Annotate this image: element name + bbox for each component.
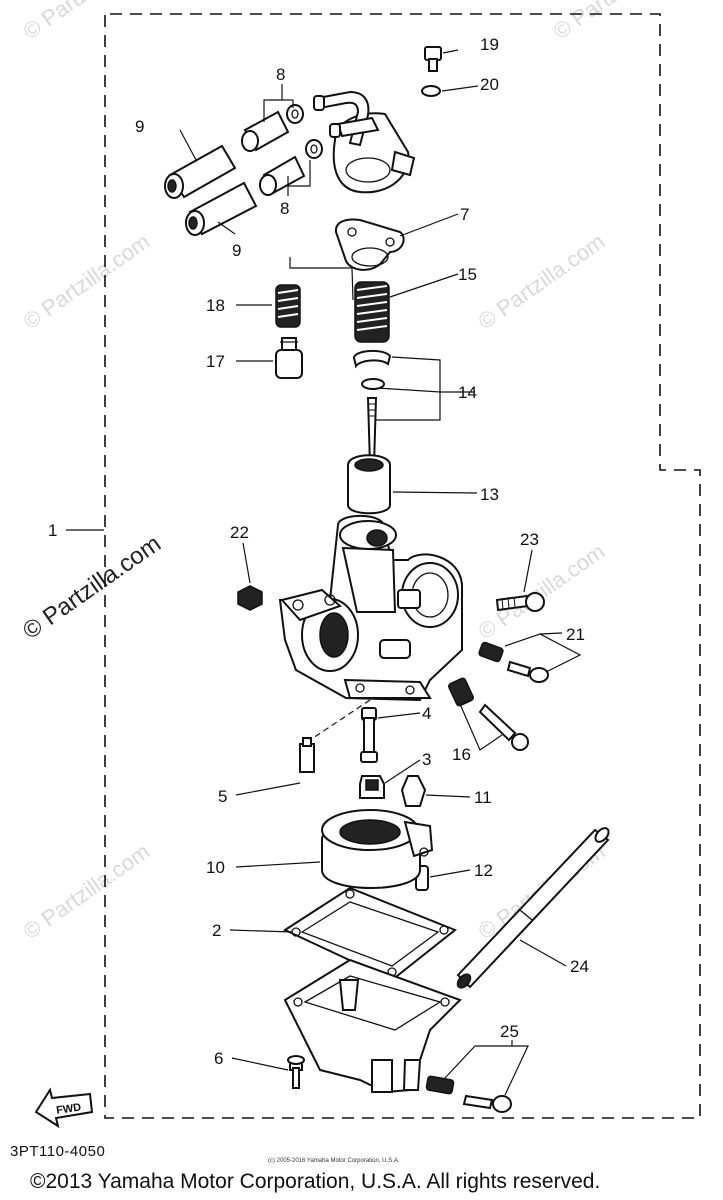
watermark: © Partzilla.com — [19, 0, 155, 44]
watermark: © Partzilla.com — [474, 539, 610, 645]
part-throttle-valve — [347, 454, 391, 515]
callout-11: 11 — [474, 788, 492, 807]
watermark: © Partzilla.com — [549, 0, 685, 44]
callout-1: 1 — [48, 521, 57, 540]
callout-8b: 8 — [280, 199, 289, 218]
part-cap-gasket — [334, 218, 405, 271]
part-springs — [275, 281, 390, 343]
callout-7: 7 — [460, 205, 469, 224]
callout-3: 3 — [422, 750, 431, 769]
part-throttle-stop-screw — [448, 677, 529, 751]
callout-5: 5 — [218, 787, 227, 806]
leader-lines — [66, 49, 582, 1096]
callout-23: 23 — [520, 530, 539, 549]
callout-13: 13 — [480, 485, 499, 504]
callouts: 19 20 8 9 8 9 7 15 18 17 14 13 22 1 23 2… — [48, 35, 589, 1068]
assembly-boundary — [104, 13, 701, 1119]
part-air-screw-25 — [425, 1075, 512, 1113]
callout-15: 15 — [458, 265, 477, 284]
part-overflow-pipe — [456, 827, 610, 989]
callout-10: 10 — [206, 858, 225, 877]
callout-25: 25 — [500, 1022, 519, 1041]
callout-9a: 9 — [135, 117, 144, 136]
callout-2: 2 — [212, 921, 221, 940]
fwd-arrow-icon: FWD — [34, 1087, 94, 1129]
part-throttle-stop — [275, 337, 303, 379]
watermark: © Partzilla.com — [19, 839, 155, 945]
fwd-label: FWD — [55, 1102, 82, 1117]
part-cap-assembly — [313, 46, 442, 194]
watermark: © Partzilla.com — [474, 229, 610, 335]
callout-24: 24 — [570, 957, 589, 976]
watermark: © Partzilla.com — [19, 229, 155, 335]
callout-16: 16 — [452, 745, 471, 764]
callout-17: 17 — [206, 352, 225, 371]
part-jets — [299, 707, 429, 891]
part-float-chamber-gasket — [282, 886, 457, 982]
part-nut — [237, 585, 263, 611]
callout-21: 21 — [566, 625, 585, 644]
callout-19: 19 — [480, 35, 499, 54]
callout-20: 20 — [480, 75, 499, 94]
part-drain-screw — [287, 1055, 305, 1089]
part-needle-set — [352, 350, 392, 466]
diagram-code: 3PT110-4050 — [10, 1143, 106, 1160]
part-float-chamber — [283, 958, 462, 1094]
callout-6: 6 — [214, 1049, 223, 1068]
part-float — [321, 809, 434, 889]
callout-12: 12 — [474, 861, 493, 880]
small-copyright: (c) 2005-2016 Yamaha Motor Corporation, … — [268, 1158, 400, 1164]
callout-9b: 9 — [232, 241, 241, 260]
callout-4: 4 — [422, 704, 431, 723]
callout-8a: 8 — [276, 65, 285, 84]
part-carburetor-body — [278, 514, 463, 702]
part-cable-adjusters — [164, 104, 323, 236]
callout-14: 14 — [458, 383, 477, 402]
footer-copyright: ©2013 Yamaha Motor Corporation, U.S.A. A… — [30, 1170, 601, 1193]
part-screw-23 — [495, 592, 545, 612]
callout-18: 18 — [206, 296, 225, 315]
callout-22: 22 — [230, 523, 249, 542]
part-pilot-air-screw — [478, 641, 549, 683]
watermark-dark: © Partzilla.com — [18, 530, 166, 645]
